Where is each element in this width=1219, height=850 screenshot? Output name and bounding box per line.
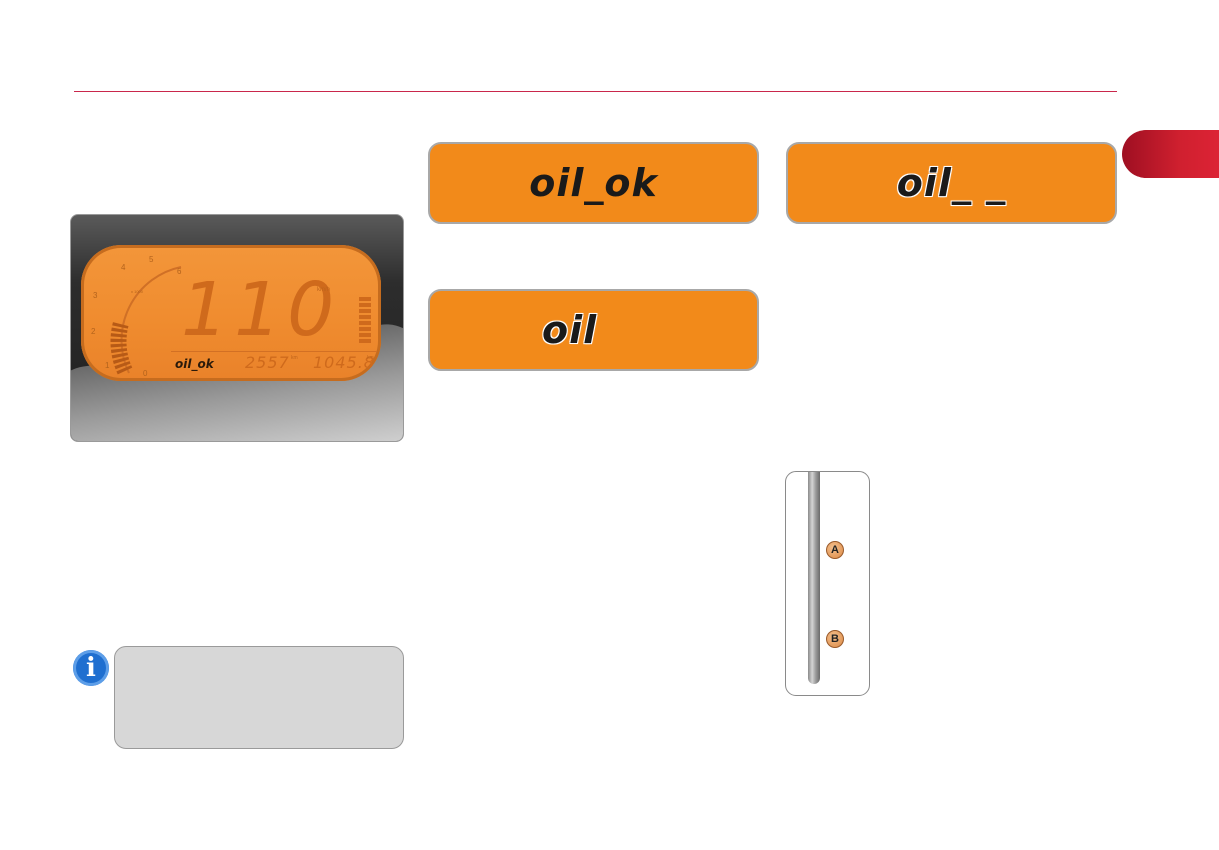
info-icon: i: [73, 650, 109, 686]
odometer-unit: km: [367, 355, 374, 361]
dipstick-marker-b: B: [826, 630, 844, 648]
rev-tick-0: 0: [143, 369, 148, 378]
oil-dashes-display: oil_ _: [786, 142, 1117, 224]
trip-readout: 2557: [245, 353, 290, 372]
rev-tick-5: 5: [149, 255, 154, 264]
dipstick-marker-a: A: [826, 541, 844, 559]
speed-unit: km/h: [317, 287, 331, 293]
dashboard-illustration: 0 1 2 3 4 5 6 x 1000 110 km/h oil_ok 255…: [70, 214, 404, 442]
trip-unit: km: [291, 355, 298, 361]
lcd-oil-status: oil_ok: [175, 357, 214, 371]
oil-dashes-label: oil_ _: [896, 161, 1007, 205]
info-note-box: [114, 646, 404, 749]
lcd-divider: [171, 351, 377, 352]
fuel-gauge: [359, 297, 371, 345]
oil-ok-label: oil_ok: [529, 161, 658, 205]
oil-label: oil: [542, 308, 598, 352]
lcd-display: 0 1 2 3 4 5 6 x 1000 110 km/h oil_ok 255…: [81, 245, 381, 381]
odometer-readout: 1045.8: [313, 353, 375, 372]
speed-readout: 110: [181, 267, 341, 353]
chapter-tab: [1122, 130, 1219, 178]
oil-display: oil: [428, 289, 759, 371]
rev-tick-6: 6: [177, 267, 182, 276]
rev-tick-3: 3: [93, 291, 98, 300]
header-rule: [74, 91, 1117, 92]
oil-ok-display: oil_ok: [428, 142, 759, 224]
dipstick-illustration: A B: [785, 471, 870, 696]
rev-tick-4: 4: [121, 263, 126, 272]
rev-tick-1: 1: [105, 361, 110, 370]
rev-counter-scale: [110, 266, 182, 375]
rev-tick-2: 2: [91, 327, 96, 336]
dipstick-rod: [808, 472, 820, 684]
rev-multiplier: x 1000: [131, 289, 144, 294]
